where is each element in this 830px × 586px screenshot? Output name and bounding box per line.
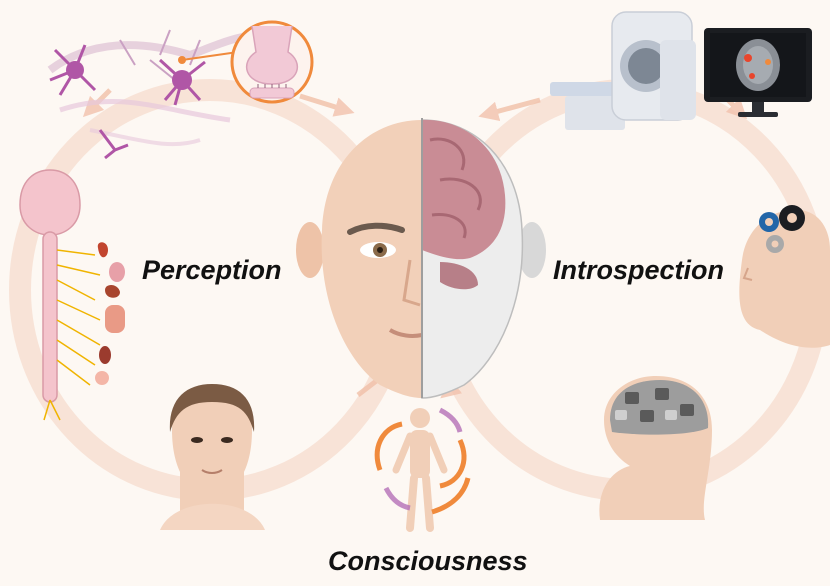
introspection-label: Introspection <box>553 255 724 286</box>
human-body-icon <box>377 408 468 528</box>
mri-scanner-icon <box>550 12 696 130</box>
thinking-head-gears-icon <box>739 205 830 348</box>
synapse-icon <box>232 22 312 102</box>
brain-face-icon <box>296 118 546 398</box>
consciousness-label: Consciousness <box>328 546 528 577</box>
perception-label: Perception <box>142 255 282 286</box>
face-icon <box>160 384 265 530</box>
puzzle-brain-head-icon <box>599 376 712 520</box>
